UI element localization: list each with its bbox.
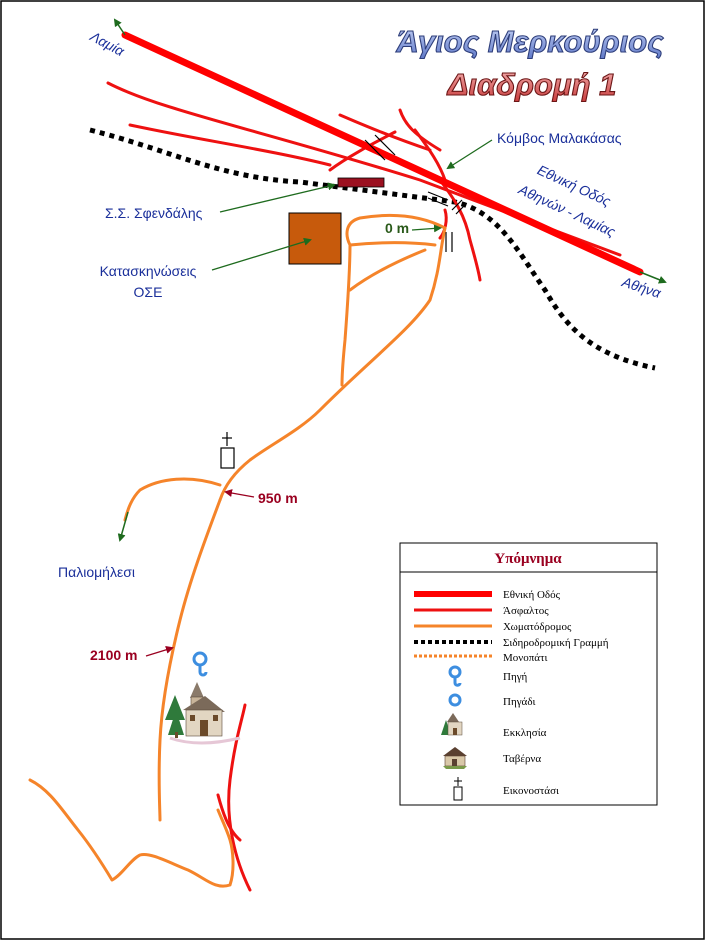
map-title-line1: Άγιος Μερκούριος — [395, 24, 664, 59]
legend-label-spring-icon: Πηγή — [503, 671, 528, 683]
ose-camp-building — [288, 212, 342, 265]
distance-label-2100m: 2100 m — [90, 647, 137, 663]
dirt-roads — [28, 213, 447, 888]
place-label-kombos-malakasas: Κόμβος Μαλακάσας — [497, 130, 622, 146]
legend-tavern-icon — [443, 747, 467, 769]
athina-direction-arrow — [639, 271, 667, 284]
asphalt-roads — [106, 81, 622, 892]
lamia-direction-arrow — [113, 18, 126, 36]
legend-label-church-icon: Εκκλησία — [503, 727, 547, 739]
legend-label-asphalt: Άσφαλτος — [503, 605, 549, 617]
spring-icon — [192, 651, 208, 677]
place-label-ose-camps-line1: Κατασκηνώσεις — [100, 263, 197, 279]
shrine-icon — [220, 432, 235, 469]
legend-label-shrine-icon: Εικονοστάσι — [503, 785, 559, 797]
sfendalis-pointer-arrow — [219, 182, 336, 213]
church-icon — [165, 682, 241, 745]
legend-panel: Υπόμνημα Εθνική Ο — [399, 542, 658, 806]
legend-church-icon — [441, 713, 463, 736]
national-highway — [121, 31, 644, 276]
legend-label-railway: Σιδηροδρομική Γραμμή — [503, 637, 609, 649]
junction-bridge-marks — [364, 134, 467, 252]
legend-label-dirt-road: Χωματόδρομος — [503, 621, 572, 633]
place-label-palaiomilesi: Παλιομήλεσι — [58, 564, 135, 580]
legend-label-tavern-icon: Ταβέρνα — [503, 753, 541, 765]
kombos-pointer-arrow — [446, 139, 493, 170]
place-label-sfendalis-station: Σ.Σ. Σφενδάλης — [105, 205, 203, 221]
2100m-pointer-arrow — [145, 645, 174, 657]
legend-labels: Εθνική ΟδόςΆσφαλτοςΧωματόδρομοςΣιδηροδρο… — [503, 589, 609, 797]
distance-label-start: 0 m — [385, 220, 409, 236]
map-title-line2: Διαδρομή 1 — [447, 67, 617, 102]
distance-label-950m: 950 m — [258, 490, 298, 506]
ose-camps-pointer-arrow — [211, 237, 312, 271]
legend-label-well-icon: Πηγάδι — [503, 696, 536, 708]
railway-line — [89, 127, 656, 371]
legend-shrine-icon — [453, 777, 463, 801]
legend-title: Υπόμνημα — [494, 551, 562, 567]
950m-pointer-arrow — [224, 489, 255, 498]
palaiomilesi-direction-arrow — [117, 511, 129, 542]
legend-label-path: Μονοπάτι — [503, 652, 547, 664]
legend-well-icon — [448, 693, 462, 707]
place-label-athina: Αθήνα — [619, 273, 664, 301]
place-label-ose-camps-line2: ΟΣΕ — [134, 284, 163, 300]
place-label-lamia: Λαμία — [87, 28, 128, 60]
legend-spring-icon — [448, 665, 462, 687]
legend-label-highway: Εθνική Οδός — [503, 589, 561, 601]
sfendalis-station-building — [337, 177, 385, 188]
start-pointer-arrow — [411, 224, 442, 233]
